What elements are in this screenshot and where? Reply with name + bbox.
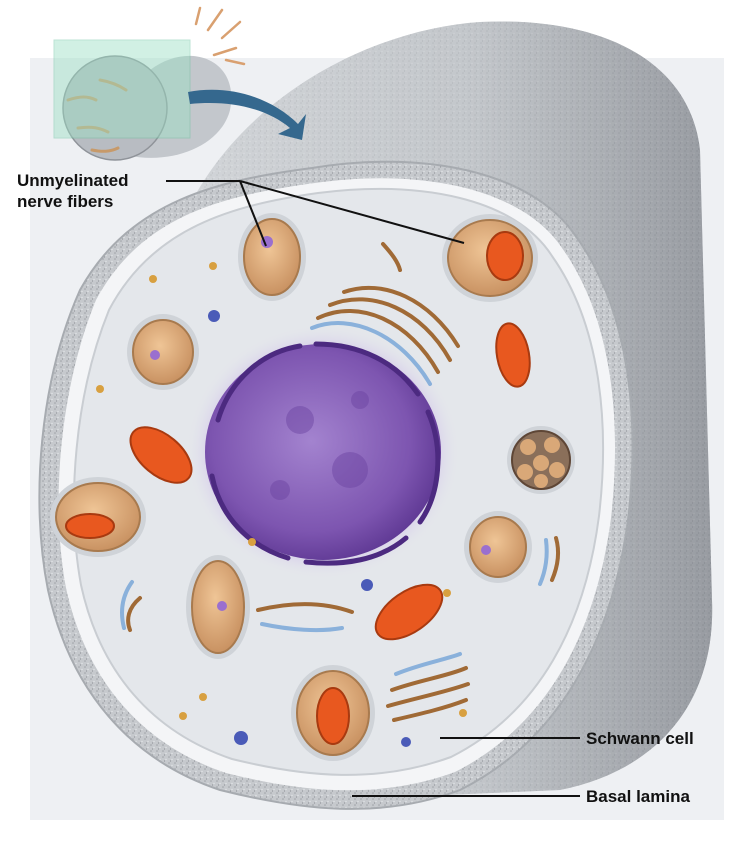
axon xyxy=(127,314,199,390)
axon xyxy=(186,555,250,659)
axon-microtubules xyxy=(507,426,575,494)
axon xyxy=(50,477,146,557)
label-unmyelinated-nerve-fibers: Unmyelinated nerve fibers xyxy=(17,170,128,212)
label-basal-lamina: Basal lamina xyxy=(586,786,690,807)
label-schwann-cell: Schwann cell xyxy=(586,728,694,749)
axon xyxy=(442,214,538,302)
label-fibers-line2: nerve fibers xyxy=(17,191,128,212)
axon xyxy=(464,511,532,583)
label-fibers-line1: Unmyelinated xyxy=(17,170,128,191)
axon xyxy=(291,665,375,761)
axon xyxy=(238,213,306,301)
